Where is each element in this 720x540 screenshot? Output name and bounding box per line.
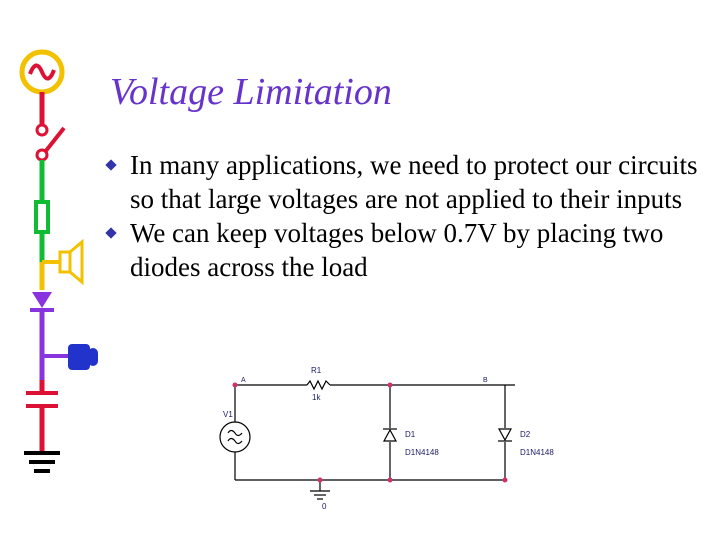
d2-diode-symbol: [497, 428, 513, 442]
resistor-icon: [34, 200, 50, 234]
ground-node-label: 0: [322, 502, 327, 511]
d2-model-label: D1N4148: [520, 448, 554, 457]
d1-model-label: D1N4148: [405, 448, 439, 457]
speaker-icon: [42, 238, 84, 286]
slide-title: Voltage Limitation: [110, 71, 392, 113]
switch-icon: [35, 123, 66, 162]
bullet-text: In many applications, we need to protect…: [130, 150, 698, 214]
r1-name-label: R1: [311, 366, 322, 375]
ground-icon: [24, 451, 60, 473]
bullet-item: In many applications, we need to protect…: [105, 148, 715, 216]
bullet-text: We can keep voltages below 0.7V by placi…: [130, 218, 664, 282]
node-b-label: B: [483, 377, 488, 384]
r1-value-label: 1k: [312, 393, 321, 402]
circuit-node-dots: [232, 382, 508, 483]
diode-icon: [30, 292, 54, 312]
ac-source-icon: [19, 49, 65, 95]
node-a-label: A: [241, 377, 246, 384]
bullet-diamond-icon: [105, 159, 117, 171]
d1-name-label: D1: [405, 430, 416, 439]
capacitor-icon: [26, 380, 58, 452]
circuit-schematic: A B R1 1k V1 D1 D1N4148 D2 D1N4148 0: [219, 366, 554, 511]
bullet-list: In many applications, we need to protect…: [105, 148, 715, 284]
v1-source-symbol: [219, 421, 251, 453]
decorative-circuit-sidebar: [19, 49, 98, 473]
bullet-diamond-icon: [105, 227, 117, 239]
circuit-wires: [234, 379, 515, 491]
v1-name-label: V1: [223, 410, 233, 419]
bullet-item: We can keep voltages below 0.7V by placi…: [105, 216, 715, 284]
d2-name-label: D2: [520, 430, 531, 439]
battery-icon: [42, 344, 98, 370]
circuit-ground-symbol: [310, 490, 330, 500]
d1-diode-symbol: [382, 428, 398, 442]
